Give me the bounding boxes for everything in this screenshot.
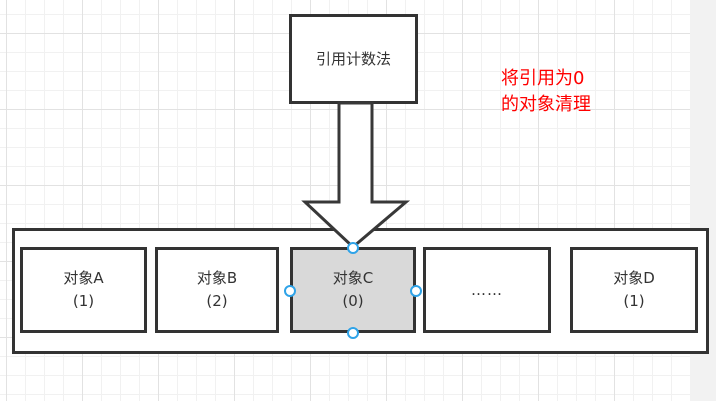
- object-a-name: 对象A: [63, 269, 104, 287]
- object-b-count: (2): [206, 292, 228, 310]
- object-a-count: (1): [72, 292, 95, 310]
- annotation-line-2: 的对象清理: [501, 94, 591, 115]
- object-box-d[interactable]: 对象D (1): [570, 247, 698, 333]
- annotation-text[interactable]: 将引用为0 的对象清理: [501, 66, 591, 118]
- object-d-name: 对象D: [613, 269, 655, 287]
- object-box-c-selected[interactable]: 对象C (0): [290, 247, 416, 333]
- object-c-count: (0): [342, 292, 364, 310]
- down-arrow[interactable]: [301, 101, 411, 250]
- object-box-ellipsis[interactable]: ……: [423, 247, 551, 333]
- reference-counting-box[interactable]: 引用计数法: [289, 14, 418, 104]
- connection-point-bottom[interactable]: [347, 327, 359, 339]
- connection-point-top[interactable]: [347, 242, 359, 254]
- connection-point-right[interactable]: [410, 285, 422, 297]
- object-d-count: (1): [623, 292, 645, 310]
- object-box-b[interactable]: 对象B (2): [155, 247, 279, 333]
- object-c-name: 对象C: [332, 269, 374, 287]
- object-b-name: 对象B: [196, 269, 238, 287]
- connection-point-left[interactable]: [284, 285, 296, 297]
- reference-counting-label: 引用计数法: [315, 50, 391, 68]
- object-box-a[interactable]: 对象A (1): [20, 247, 147, 333]
- object-ellipsis-label: ……: [471, 280, 503, 299]
- annotation-line-1: 将引用为0: [501, 68, 585, 89]
